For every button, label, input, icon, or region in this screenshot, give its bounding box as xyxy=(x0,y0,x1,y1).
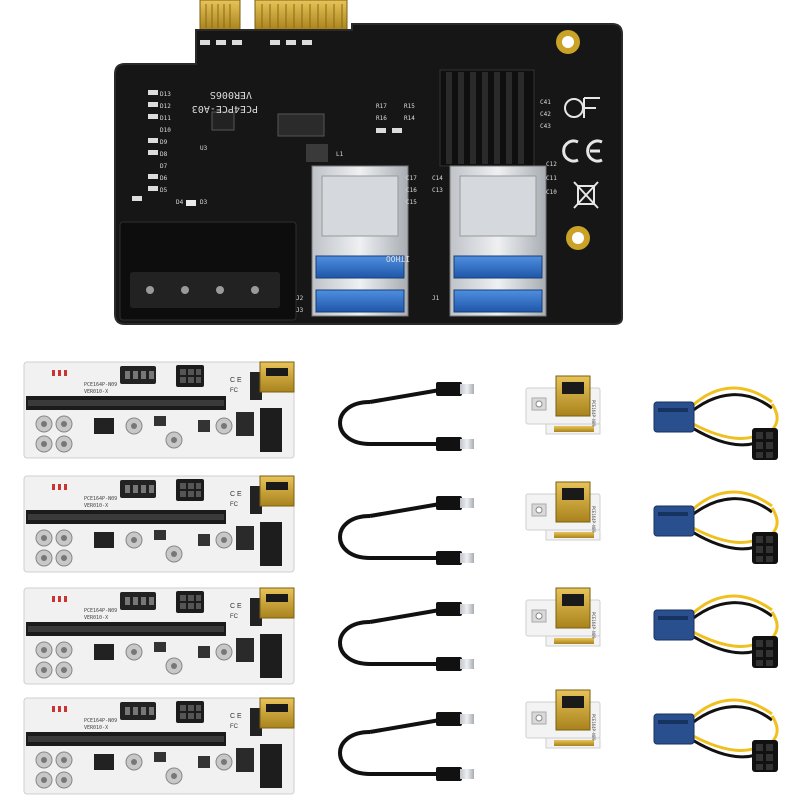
silk-label: C11 xyxy=(546,175,557,182)
silk-label: C42 xyxy=(540,111,551,118)
silk-label: J3 xyxy=(296,307,304,314)
riser-version-label: VER010-X xyxy=(84,389,108,395)
silk-label: D13 xyxy=(160,91,171,98)
inductor xyxy=(306,144,328,162)
silk-label: C15 xyxy=(406,199,417,206)
silk-label: R17 xyxy=(376,103,387,110)
usb-cable xyxy=(338,600,476,673)
chip xyxy=(211,111,235,131)
usb-riser-model-label: PCE164P-N09 xyxy=(591,714,596,741)
riser-model-label: PCE164P-N09 xyxy=(84,608,117,614)
silk-label: L1 xyxy=(336,151,344,158)
riser-board: PCE164P-N09 VER010-X xyxy=(23,475,295,573)
silk-label: D6 xyxy=(160,175,168,182)
silk-label: C41 xyxy=(540,99,551,106)
riser-version-label: VER010-X xyxy=(84,615,108,621)
usb-riser-model-label: PCE164P-N09 xyxy=(591,400,596,427)
usb-cable-column xyxy=(338,380,476,783)
silk-label: D3 xyxy=(200,199,208,206)
usb3-port-stack-left xyxy=(311,165,409,317)
silk-label: D8 xyxy=(160,151,168,158)
silk-label: R15 xyxy=(404,103,415,110)
power-cable-column xyxy=(652,386,780,774)
usb-riser-model-label: PCE164P-N09 xyxy=(591,612,596,639)
weee-bin-icon xyxy=(573,181,599,209)
silk-label: R14 xyxy=(404,115,415,122)
silk-label: C43 xyxy=(540,123,551,130)
silk-label: D4 xyxy=(176,199,184,206)
silk-label: D5 xyxy=(160,187,168,194)
riser-version-label: VER010-X xyxy=(84,503,108,509)
silk-label: U3 xyxy=(200,145,208,152)
usb-cable xyxy=(338,380,476,453)
riser-model-label: PCE164P-N09 xyxy=(84,382,117,388)
sata-to-6pin-cable xyxy=(652,594,780,670)
sata-to-6pin-cable xyxy=(652,386,780,462)
silk-label: C12 xyxy=(546,161,557,168)
usb-riser: PCE164P-N09 xyxy=(525,587,601,647)
silk-label: D9 xyxy=(160,139,168,146)
riser-board-column: PCE164P-N09 VER010-X PCE164P-N09 VER010-… xyxy=(23,361,295,795)
riser-board: PCE164P-N09 VER010-X xyxy=(23,361,295,459)
pcie-adapter-card: PCE4PCE-A03 VER006S ITHOO D13 D12 D11 D1… xyxy=(114,0,623,325)
silk-label: C14 xyxy=(432,175,443,182)
riser-board: PCE164P-N09 VER010-X xyxy=(23,697,295,795)
silk-label: C17 xyxy=(406,175,417,182)
silk-label: D7 xyxy=(160,163,168,170)
usb-riser: PCE164P-N09 xyxy=(525,375,601,435)
usb-riser: PCE164P-N09 xyxy=(525,481,601,541)
usb-cable xyxy=(338,494,476,567)
chip xyxy=(277,113,325,137)
usb-riser-column: PCE164P-N09 PCE164P-N09 PCE164P-N09 PCE1… xyxy=(525,375,601,749)
silk-label: J1 xyxy=(432,295,440,302)
usb-cable xyxy=(338,710,476,783)
usb3-port-stack-right xyxy=(449,165,547,317)
sata-to-6pin-cable xyxy=(652,490,780,566)
pcie-gold-fingers xyxy=(199,0,348,31)
usb-riser: PCE164P-N09 xyxy=(525,689,601,749)
led xyxy=(186,200,196,206)
silk-label: D10 xyxy=(160,127,171,134)
silk-label: C13 xyxy=(432,187,443,194)
riser-board: PCE164P-N09 VER010-X xyxy=(23,587,295,685)
model-silkscreen: PCE4PCE-A03 xyxy=(192,103,258,114)
sata-to-6pin-cable xyxy=(652,698,780,774)
riser-version-label: VER010-X xyxy=(84,725,108,731)
molex-connector xyxy=(119,221,297,321)
silk-label: C10 xyxy=(546,189,557,196)
ce-icon xyxy=(562,139,603,163)
riser-model-label: PCE164P-N09 xyxy=(84,496,117,502)
version-silkscreen: VER006S xyxy=(210,89,252,100)
silk-label: R16 xyxy=(376,115,387,122)
riser-model-label: PCE164P-N09 xyxy=(84,718,117,724)
silk-label: J2 xyxy=(296,295,304,302)
silk-label: C16 xyxy=(406,187,417,194)
fcc-icon xyxy=(564,97,600,118)
silk-label: D11 xyxy=(160,115,171,122)
heatsink xyxy=(439,69,535,167)
silk-label: D12 xyxy=(160,103,171,110)
port-silkscreen: ITHOO xyxy=(386,254,410,263)
usb-riser-model-label: PCE164P-N09 xyxy=(591,506,596,533)
